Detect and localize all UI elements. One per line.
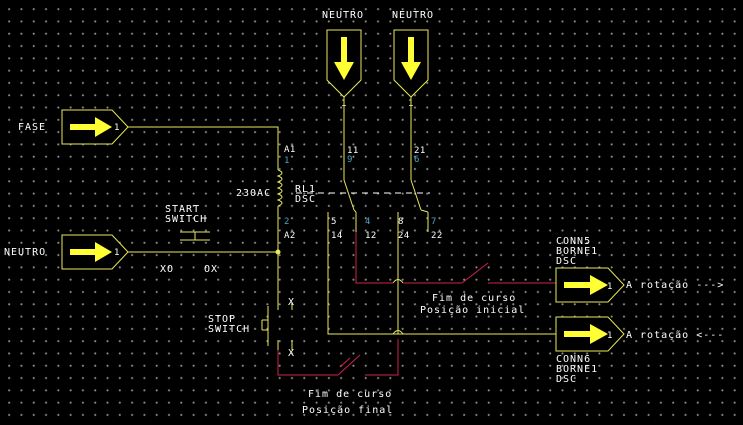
fase-connector[interactable]: 1 [61, 109, 129, 145]
relay-a2: A2 [284, 231, 296, 241]
conn6-borne: BORNE1 [556, 364, 598, 375]
contact-7: 7 [431, 217, 437, 227]
pin-label: 1 [114, 248, 120, 258]
conn6-connector[interactable]: 1 [555, 316, 625, 352]
pin-label: 1 [607, 282, 613, 292]
stop-switch-x1: X [288, 297, 295, 308]
neutro-label-top-2: NEUTRO [392, 10, 434, 21]
start-switch-x1: XO [160, 264, 174, 275]
contact-21: 21 [414, 146, 426, 156]
contact-4: 4 [365, 217, 371, 227]
contact-24: 24 [398, 231, 410, 241]
contact-14: 14 [331, 231, 343, 241]
contact-6: 6 [414, 155, 420, 165]
neutro-label-top-1: NEUTRO [322, 10, 364, 21]
conn6-type: DSC [556, 374, 577, 385]
limit-final-label-1: Fim de curso [308, 389, 392, 400]
contact-22: 22 [431, 231, 443, 241]
relay-name: RL1 [295, 184, 316, 195]
start-switch-x2: OX [204, 264, 218, 275]
conn5-connector[interactable]: 1 [555, 267, 625, 303]
contact-5: 5 [331, 217, 337, 227]
stop-switch-label-1: STOP [208, 314, 236, 325]
limit-final-label-2: Posição final [302, 405, 393, 416]
stop-switch-label-2: SWITCH [208, 324, 250, 335]
neutro-connector-left[interactable]: 1 [61, 234, 129, 270]
contact-11: 11 [347, 146, 359, 156]
contact-12: 12 [365, 231, 377, 241]
limit-initial-label-1: Fim de curso [432, 293, 516, 304]
limit-initial-label-2: Posição inicial [420, 305, 525, 316]
pin-label: 1 [114, 123, 120, 133]
relay-voltage: 230AC [236, 188, 271, 199]
conn5-label: A rotação ---> [626, 280, 724, 291]
relay-type: DSC [295, 194, 316, 205]
pin-label: 1 [607, 331, 613, 341]
start-switch-label-1: START [165, 204, 200, 215]
conn6-label: A rotação <--- [626, 330, 724, 341]
contact-9: 9 [347, 155, 353, 165]
conn6-name: CONN6 [556, 354, 591, 365]
conn5-borne: BORNE1 [556, 246, 598, 257]
wiring-red [277, 232, 556, 376]
start-switch-label-2: SWITCH [165, 214, 207, 225]
relay-pin-1: 1 [284, 156, 290, 166]
conn5-type: DSC [556, 256, 577, 267]
contact-8: 8 [398, 217, 404, 227]
fase-label: FASE [18, 122, 46, 133]
neutro-label-left: NEUTRO [4, 247, 46, 258]
conn5-name: CONN5 [556, 236, 591, 247]
wiring [128, 97, 556, 350]
stop-switch-x2: X [288, 348, 295, 359]
relay-pin-2: 2 [284, 217, 290, 227]
relay-a1: A1 [284, 145, 296, 155]
